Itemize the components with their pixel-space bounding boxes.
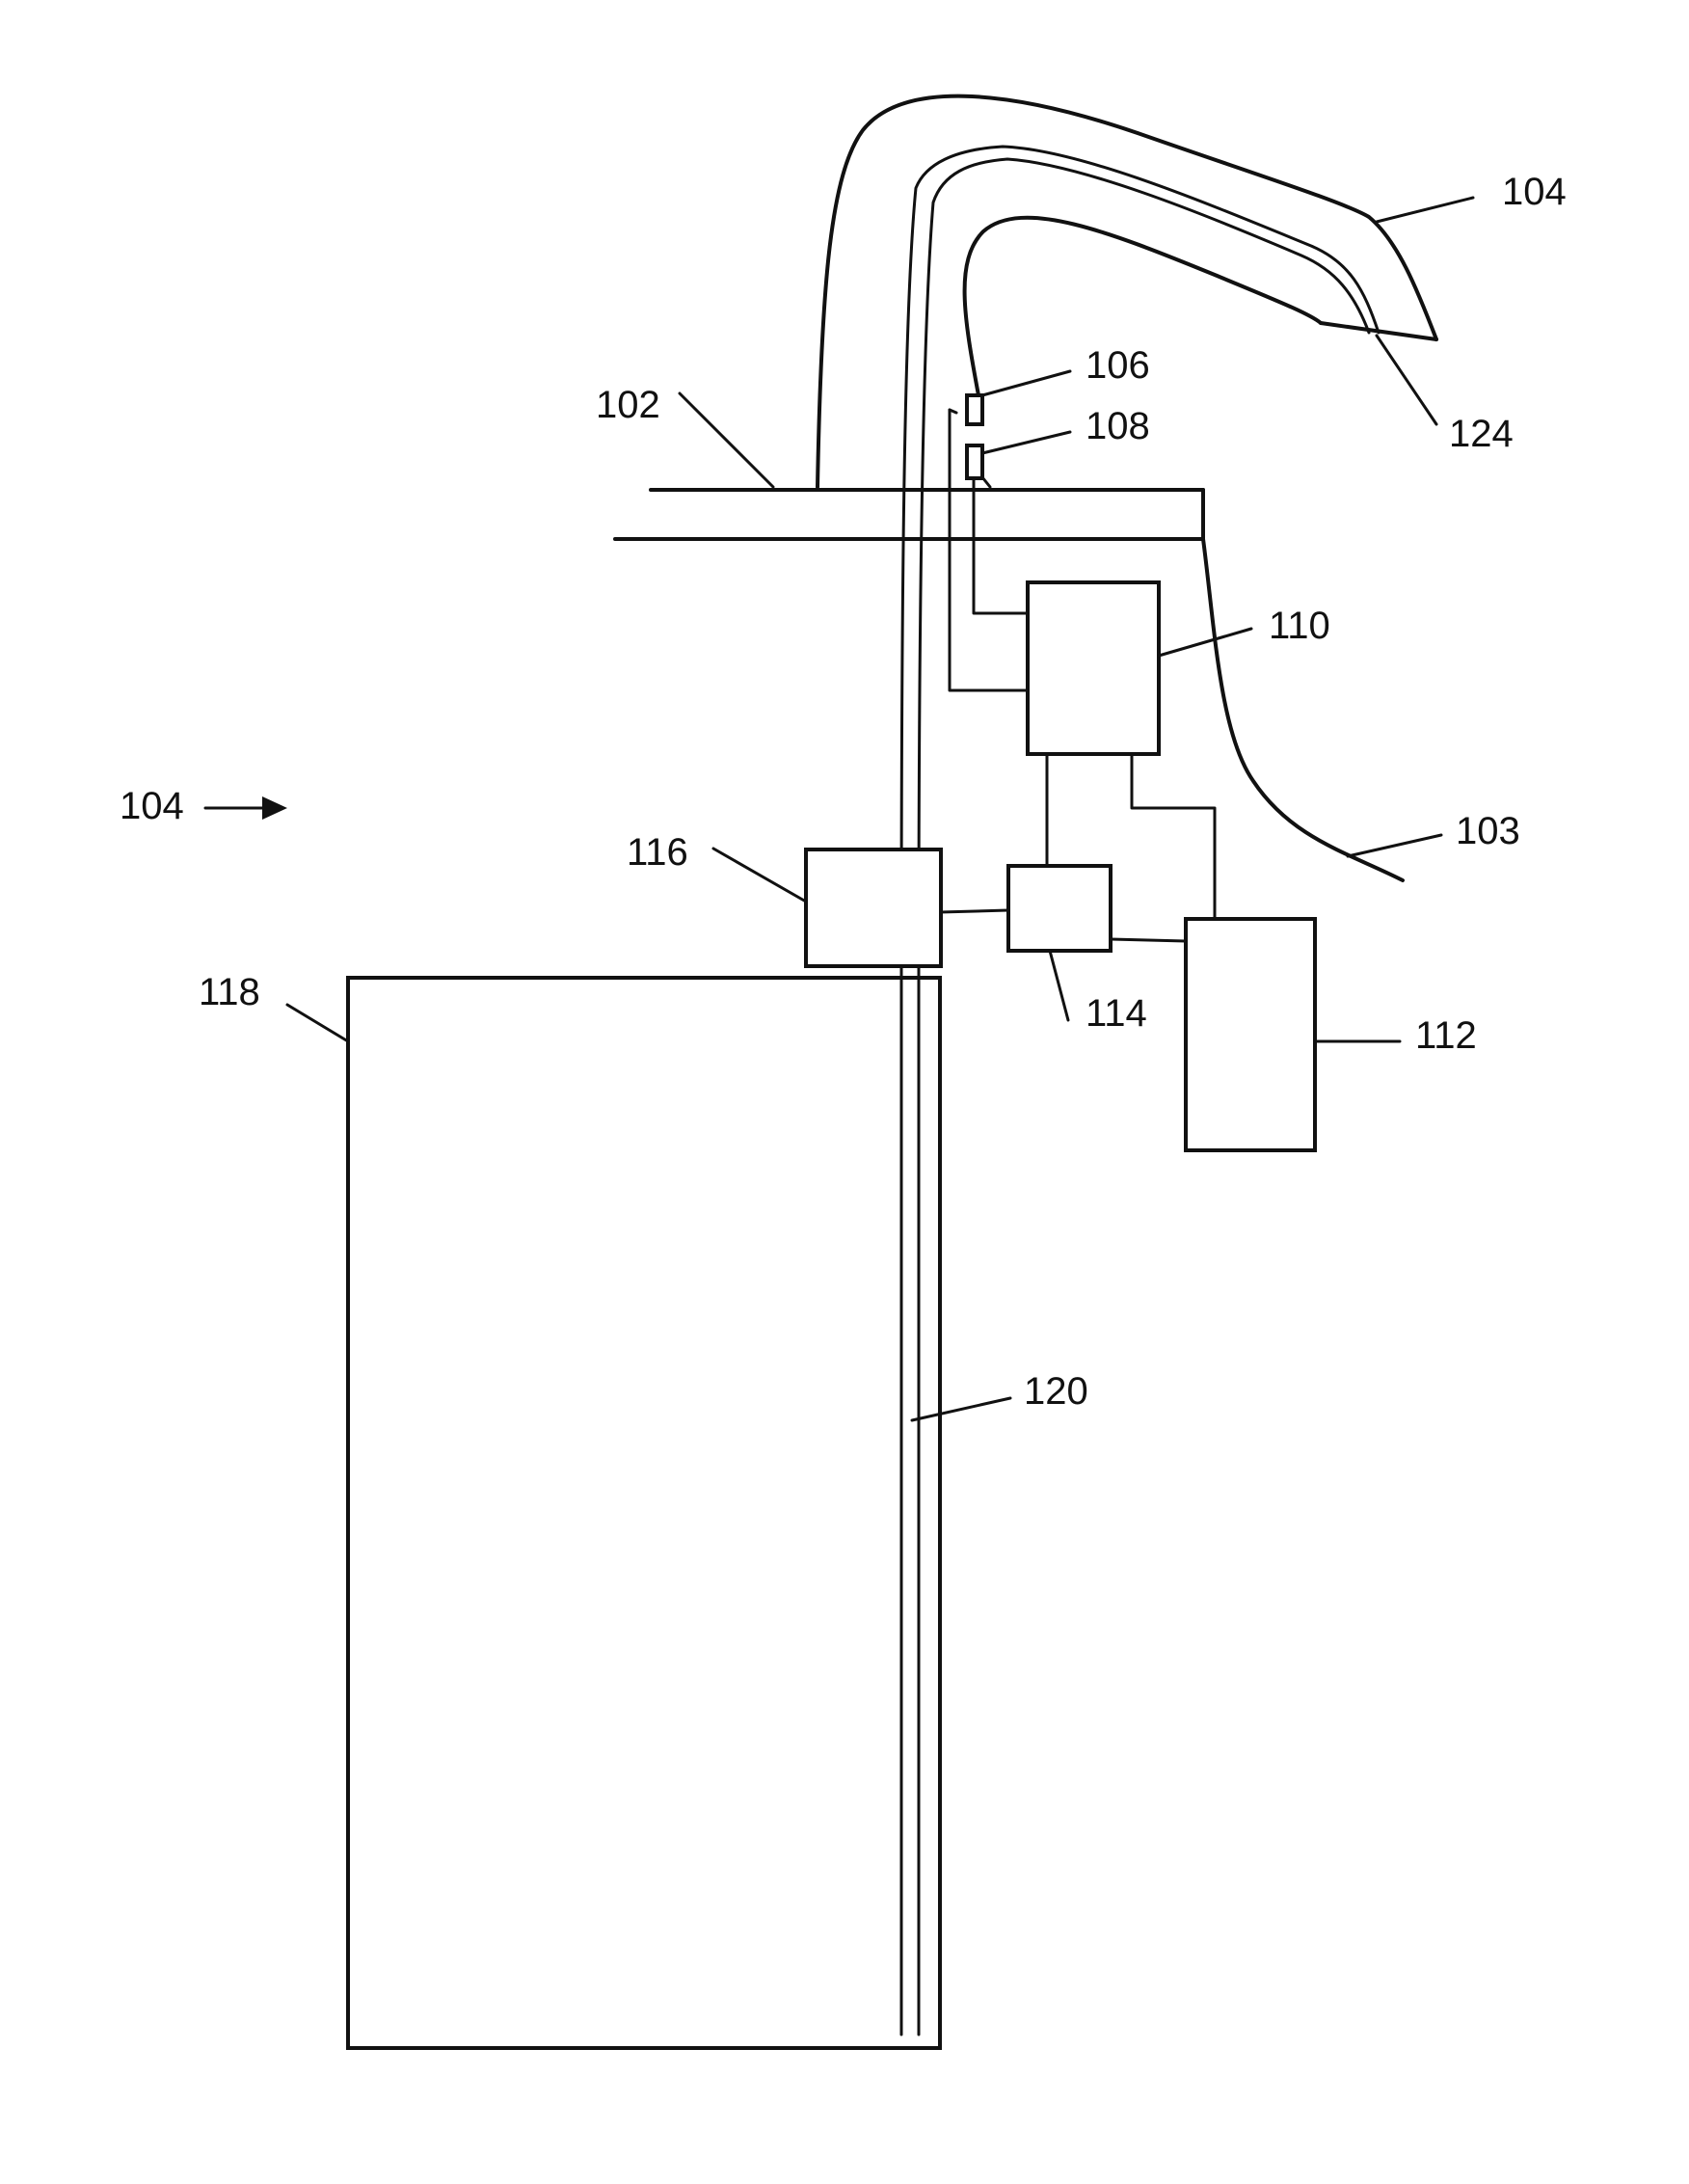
pump-box: [806, 849, 941, 966]
leader-controller: [1159, 629, 1251, 656]
leader-reservoir: [287, 1005, 348, 1041]
label-outlet-tube: 124: [1449, 413, 1514, 455]
label-assembly: 104: [120, 785, 184, 827]
label-power-supply: 112: [1415, 1014, 1477, 1057]
sensor-lower-tail: [982, 477, 990, 487]
leader-pump: [713, 849, 806, 902]
label-sensor-upper: 106: [1086, 344, 1150, 387]
wire-pump-to-valve: [940, 910, 1008, 912]
power-supply-box: [1186, 919, 1315, 1150]
countertop: [615, 490, 1203, 539]
basin-wall: [1203, 539, 1403, 880]
leader-basin: [1348, 835, 1441, 856]
label-pump: 116: [627, 831, 688, 874]
leader-sensor-upper: [982, 371, 1070, 395]
valve-box: [1008, 866, 1111, 951]
sensors: [967, 395, 990, 487]
sensor-lower: [967, 445, 982, 478]
label-reservoir: 118: [199, 971, 260, 1013]
controller-box: [1028, 582, 1159, 754]
leader-faucet: [1377, 198, 1473, 222]
reservoir-box: [348, 978, 940, 2048]
label-controller: 110: [1269, 605, 1330, 647]
wire-valve-to-power: [1111, 939, 1186, 941]
wire-sensor-lower-to-controller: [974, 478, 1028, 613]
label-sensor-lower: 108: [1086, 405, 1150, 447]
leader-valve: [1050, 951, 1068, 1020]
leader-outlet-tube: [1377, 336, 1436, 424]
label-faucet: 104: [1502, 171, 1567, 213]
label-countertop: 102: [596, 384, 660, 426]
arrow-head-icon: [262, 796, 287, 820]
leader-sensor-lower: [982, 432, 1070, 453]
leader-countertop: [680, 393, 773, 487]
label-supply-tube: 120: [1024, 1370, 1088, 1413]
label-basin: 103: [1456, 810, 1520, 852]
sensor-upper: [967, 395, 982, 424]
label-valve: 114: [1086, 992, 1147, 1035]
wire-controller-to-power: [1132, 754, 1215, 919]
